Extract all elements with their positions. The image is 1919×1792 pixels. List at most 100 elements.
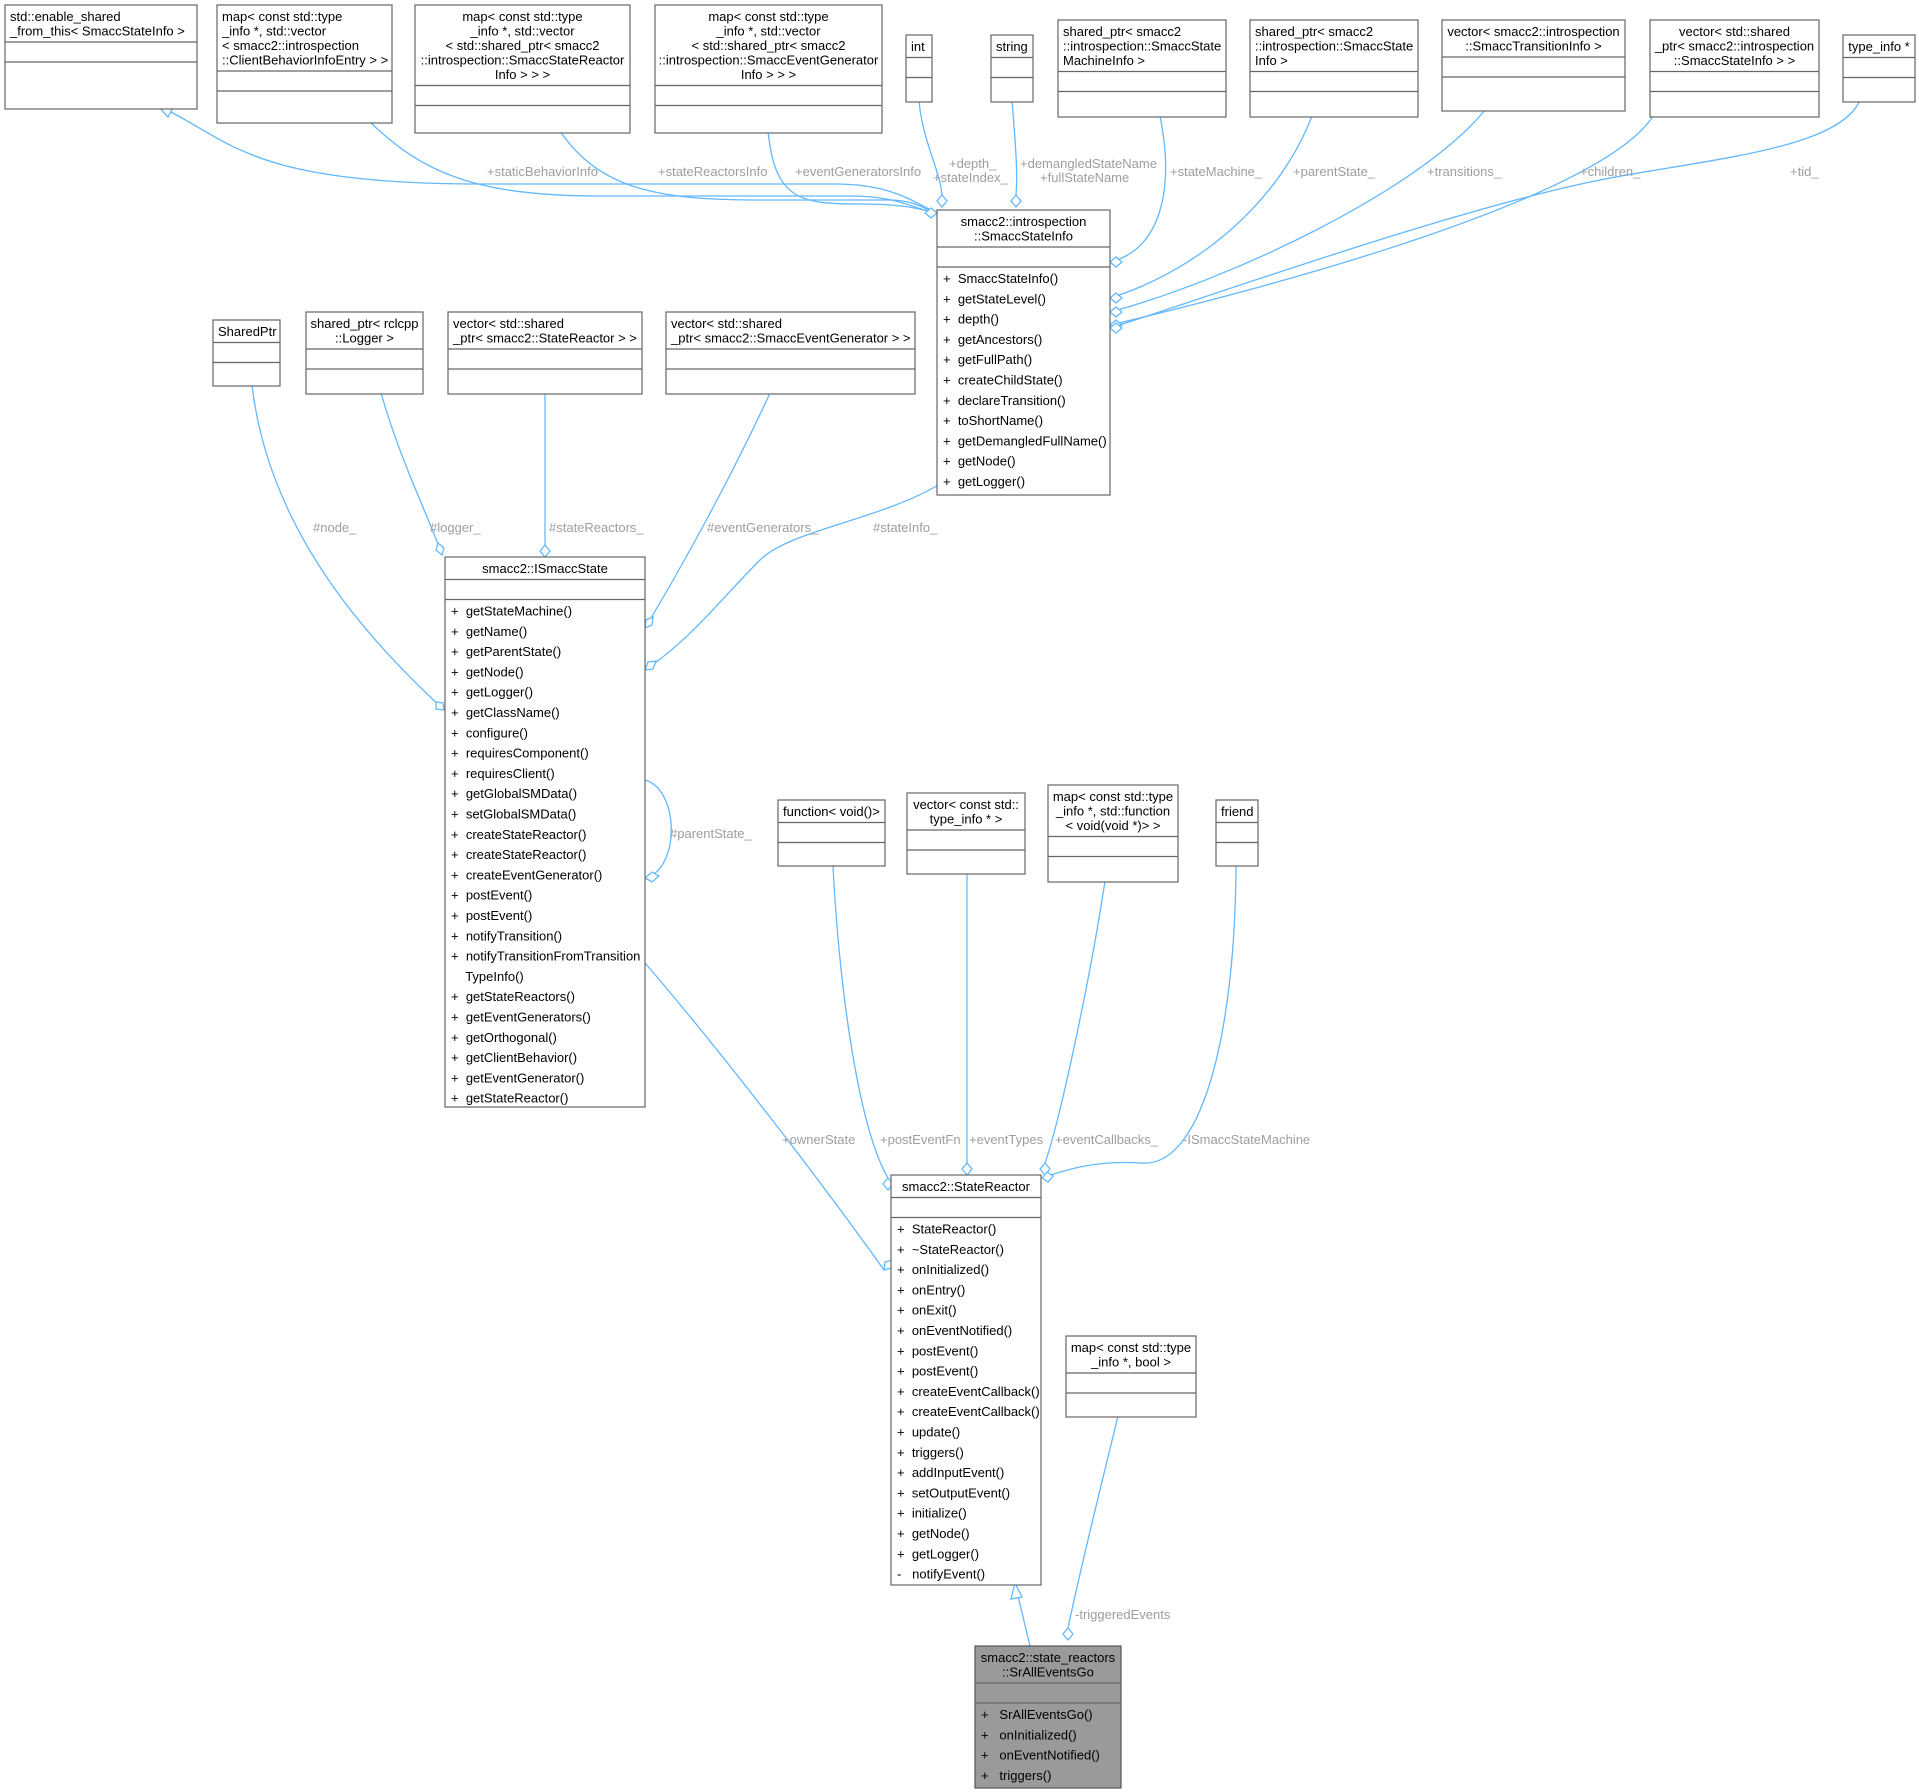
label-state-reactors: #stateReactors_ [549, 520, 644, 535]
class-box [1057, 19, 1227, 118]
edge-logger [380, 392, 443, 556]
edge-event-generators [644, 392, 771, 629]
class-title: ::introspection::SmaccStateReactor [421, 53, 625, 68]
label-static-behavior: +staticBehaviorInfo [487, 164, 598, 179]
class-node-vec-sr[interactable]: vector< std::shared_ptr< smacc2::StateRe… [447, 311, 643, 395]
label-demangled-state-name: +demangledStateName [1020, 156, 1157, 171]
class-box [665, 311, 916, 395]
class-member: + getGlobalSMData() [451, 786, 577, 801]
class-node-ismacc-state[interactable]: smacc2::ISmaccState+ getStateMachine()+ … [444, 556, 646, 1108]
class-member: + getNode() [897, 1526, 970, 1541]
class-member: + postEvent() [451, 908, 532, 923]
class-node-string-t[interactable]: string [990, 34, 1034, 103]
class-box [890, 1174, 1042, 1586]
aggregation-diamond [961, 1161, 973, 1177]
class-node-friend-t[interactable]: friend [1215, 799, 1259, 867]
class-node-vec-typeinfo[interactable]: vector< const std::type_info * > [906, 792, 1026, 875]
class-title: shared_ptr< smacc2 [1255, 24, 1373, 39]
class-title: _info *, std::vector [221, 24, 327, 39]
edge-labels: +staticBehaviorInfo +stateReactorsInfo +… [313, 156, 1819, 1622]
class-node-vec-eg[interactable]: vector< std::shared_ptr< smacc2::SmaccEv… [665, 311, 916, 395]
edge-state-reactors-info [559, 130, 938, 214]
class-member: + configure() [451, 725, 528, 740]
aggregation-diamond [435, 541, 445, 557]
class-member: + triggers() [897, 1445, 964, 1460]
class-node-state-reactor[interactable]: smacc2::StateReactor+ StateReactor()+ ~S… [890, 1174, 1042, 1586]
class-member: + update() [897, 1425, 960, 1440]
class-member: - notifyEvent() [897, 1567, 985, 1582]
class-node-vec-sti[interactable]: vector< smacc2::introspection::SmaccTran… [1441, 19, 1626, 112]
class-title: ::introspection::SmaccEventGenerator [659, 53, 879, 68]
class-box [654, 4, 883, 134]
class-member: + SrAllEventsGo() [981, 1707, 1093, 1722]
class-node-enable-shared[interactable]: std::enable_shared_from_this< SmaccState… [4, 4, 198, 110]
class-title: std::enable_shared [10, 9, 121, 24]
class-node-map-cbfn[interactable]: map< const std::type_info *, std::functi… [1047, 784, 1179, 883]
label-post-event-fn: +postEventFn [880, 1132, 961, 1147]
class-node-sharedptr-t[interactable]: SharedPtr [212, 319, 281, 387]
edge-depth [918, 99, 943, 196]
class-member: + onEventNotified() [981, 1748, 1100, 1763]
class-member: + getLogger() [451, 685, 533, 700]
edge-owner-state [644, 962, 885, 1271]
class-member: + getStateReactor() [451, 1091, 568, 1106]
nodes: std::enable_shared_from_this< SmaccState… [4, 4, 1916, 1789]
inheritance-arrow [1010, 1581, 1023, 1600]
class-title: map< const std::type [222, 9, 342, 24]
class-box [1842, 34, 1916, 103]
edge-triggered-events [1067, 1415, 1119, 1629]
class-title: < std::shared_ptr< smacc2 [692, 38, 846, 53]
class-title: vector< std::shared [1679, 24, 1790, 39]
class-node-sp-smi[interactable]: shared_ptr< smacc2::introspection::Smacc… [1057, 19, 1227, 118]
class-node-smacc-state-info[interactable]: smacc2::introspection::SmaccStateInfo+ S… [936, 209, 1111, 496]
class-member: + SmaccStateInfo() [943, 271, 1058, 286]
class-member: + createEventGenerator() [451, 867, 602, 882]
class-member: + getParentState() [451, 644, 561, 659]
class-member: + createStateReactor() [451, 847, 586, 862]
class-node-typeinfo-p[interactable]: type_info * [1842, 34, 1916, 103]
class-member: + createChildState() [943, 373, 1063, 388]
class-member: + getNode() [943, 454, 1016, 469]
label-state-reactors-info: +stateReactorsInfo [658, 164, 767, 179]
class-box [1047, 784, 1179, 883]
edge-event-callbacks [1044, 880, 1106, 1164]
class-title: < smacc2::introspection [222, 38, 359, 53]
edge-demangled [1011, 99, 1018, 196]
class-node-sp-logger[interactable]: shared_ptr< rclcpp::Logger > [305, 311, 424, 395]
aggregation-diamond [923, 207, 939, 219]
class-title: _info *, std::vector [469, 24, 575, 39]
class-title: shared_ptr< rclcpp [310, 316, 418, 331]
edge-tid [1109, 99, 1861, 329]
edges [155, 99, 1861, 1647]
edge-state-machine [1109, 115, 1167, 263]
class-node-vec-ssi[interactable]: vector< std::shared_ptr< smacc2::introsp… [1649, 19, 1820, 118]
class-node-sr-all-events-go[interactable]: smacc2::state_reactors::SrAllEventsGo+ S… [974, 1645, 1122, 1789]
class-title: _info *, bool > [1090, 1355, 1171, 1370]
edge-post-event-fn [832, 865, 889, 1179]
class-title: vector< std::shared [453, 316, 564, 331]
class-box [777, 799, 886, 867]
class-member: + createStateReactor() [451, 827, 586, 842]
class-member: + triggers() [981, 1768, 1051, 1783]
class-member: + setGlobalSMData() [451, 807, 576, 822]
class-node-map-cb[interactable]: map< const std::type_info *, std::vector… [216, 4, 393, 124]
class-member: + onExit() [897, 1303, 957, 1318]
class-box [216, 4, 393, 124]
class-box [447, 311, 643, 395]
class-member: + notifyTransitionFromTransition [451, 949, 640, 964]
class-box [990, 34, 1034, 103]
class-title: Info > > > [741, 67, 796, 82]
class-node-map-bool[interactable]: map< const std::type_info *, bool > [1065, 1335, 1197, 1418]
class-box [936, 209, 1111, 496]
class-box [444, 556, 646, 1108]
label-ismacc-state-machine: -ISmaccStateMachine [1183, 1132, 1310, 1147]
class-node-sp-ssi[interactable]: shared_ptr< smacc2::introspection::Smacc… [1249, 19, 1419, 118]
class-node-map-eg[interactable]: map< const std::type_info *, std::vector… [654, 4, 883, 134]
class-member: + getLogger() [897, 1546, 979, 1561]
edge-node [251, 384, 445, 711]
class-title: ::SmaccStateInfo > > [1674, 53, 1795, 68]
edge-static-behavior [369, 121, 938, 214]
class-node-int-t[interactable]: int [905, 34, 933, 103]
class-node-function-t[interactable]: function< void()> [777, 799, 886, 867]
class-node-map-sr[interactable]: map< const std::type_info *, std::vector… [414, 4, 631, 134]
